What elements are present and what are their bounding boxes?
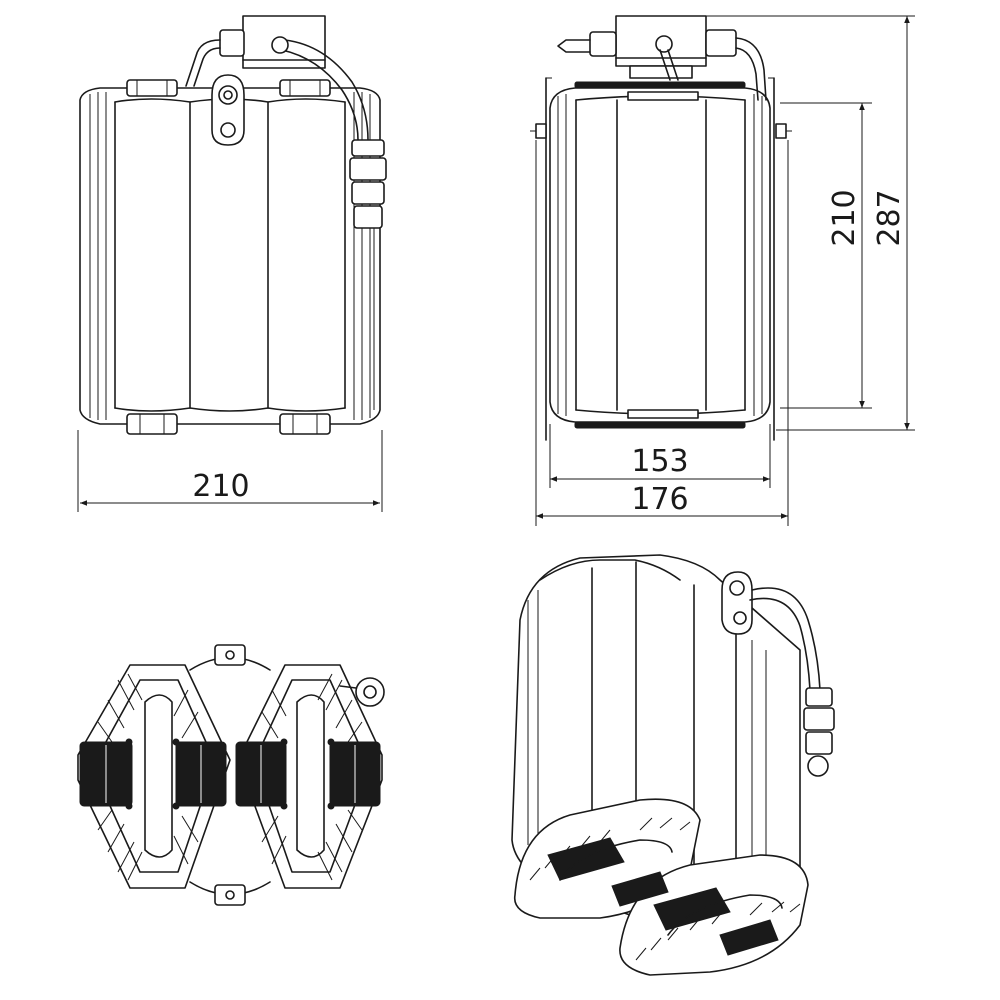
- dimension-side-total-width: 176: [631, 482, 688, 517]
- dimension-side-total-height: 287: [872, 189, 907, 246]
- isometric-view: [511, 554, 835, 976]
- bottom-view: [77, 644, 385, 906]
- front-view: 210: [77, 15, 387, 512]
- dimension-front-width: 210: [192, 469, 249, 504]
- dimension-side-body-width: 153: [631, 444, 688, 479]
- dimension-side-body-height: 210: [827, 189, 862, 246]
- side-view: 210 287 153 176: [530, 15, 915, 526]
